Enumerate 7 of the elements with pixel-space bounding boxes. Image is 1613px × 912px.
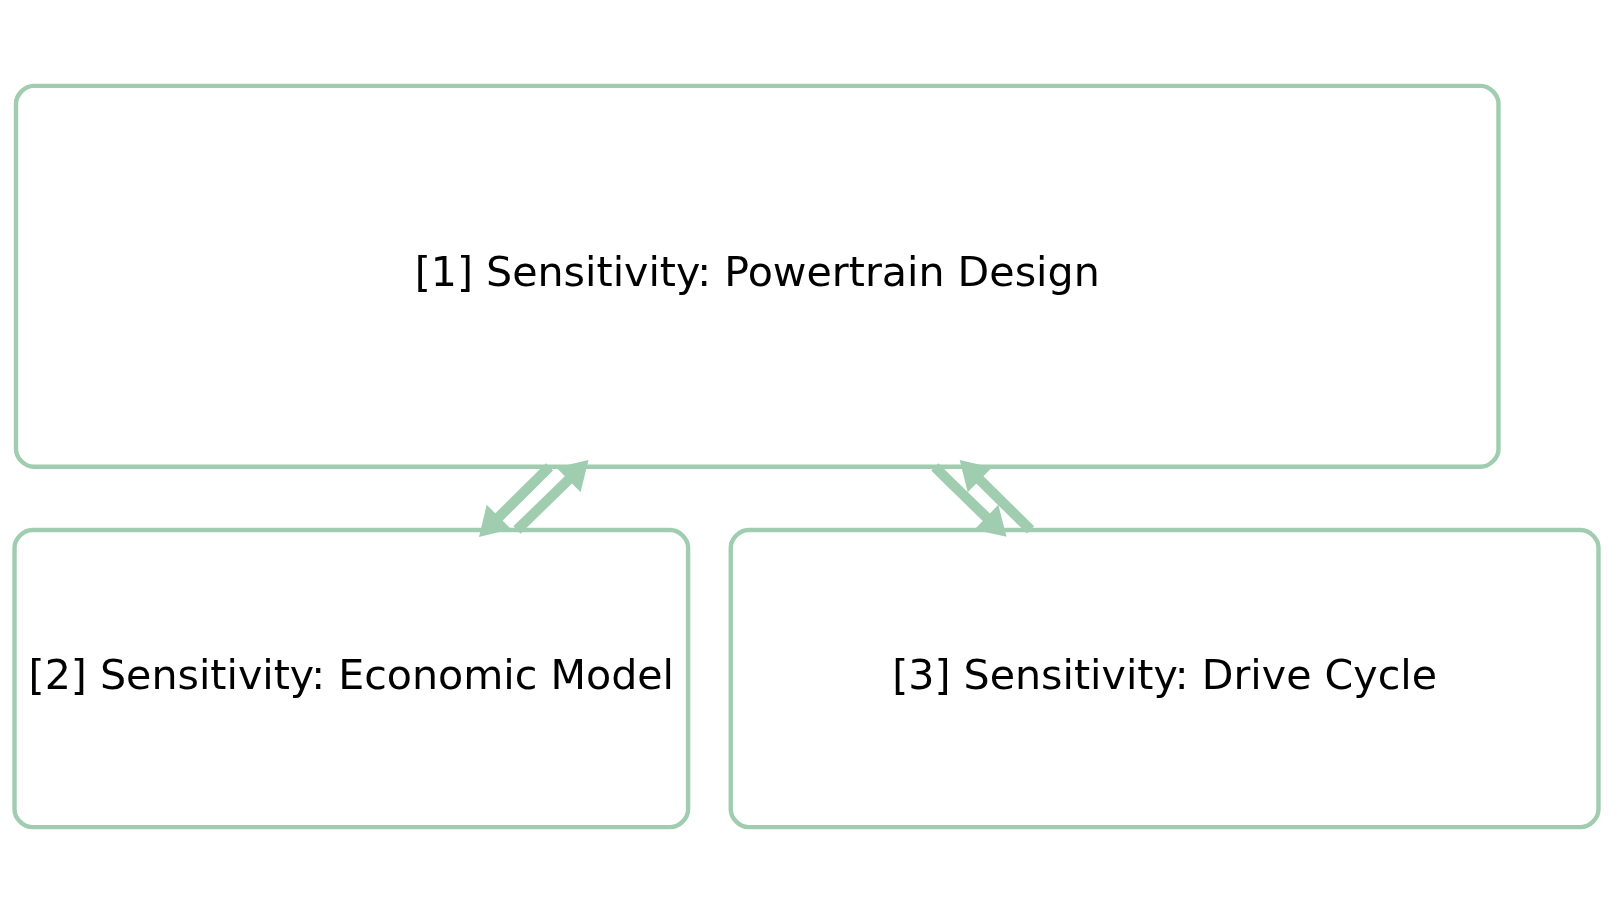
- node-box: [1] Sensitivity: Powertrain Design: [13, 83, 1501, 469]
- arrow: [479, 462, 554, 537]
- node-box: [2] Sensitivity: Economic Model: [12, 527, 691, 829]
- arrow: [931, 462, 1007, 537]
- arrow: [959, 459, 1035, 534]
- arrow: [513, 459, 589, 534]
- node-box: [3] Sensitivity: Drive Cycle: [728, 527, 1601, 829]
